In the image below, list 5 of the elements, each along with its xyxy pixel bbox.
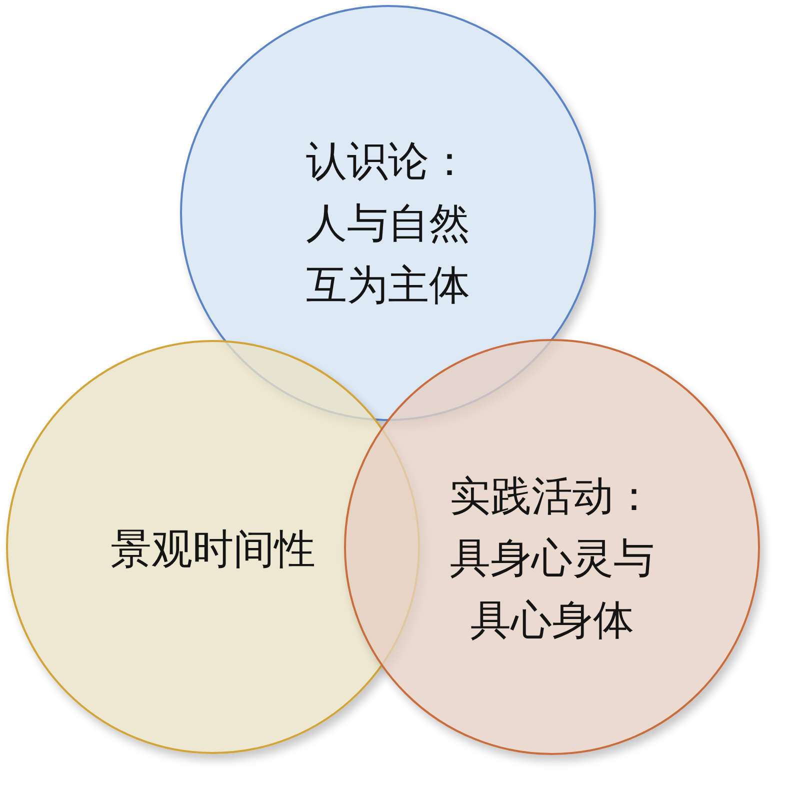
circle-heading: 实践活动： <box>448 471 656 522</box>
circle-text: 人与自然互为主体 <box>305 198 471 311</box>
circle-text: 景观时间性 <box>110 524 316 575</box>
circle-text: 具身心灵与具心身体 <box>448 533 656 646</box>
circle-heading: 认识论： <box>305 136 471 187</box>
